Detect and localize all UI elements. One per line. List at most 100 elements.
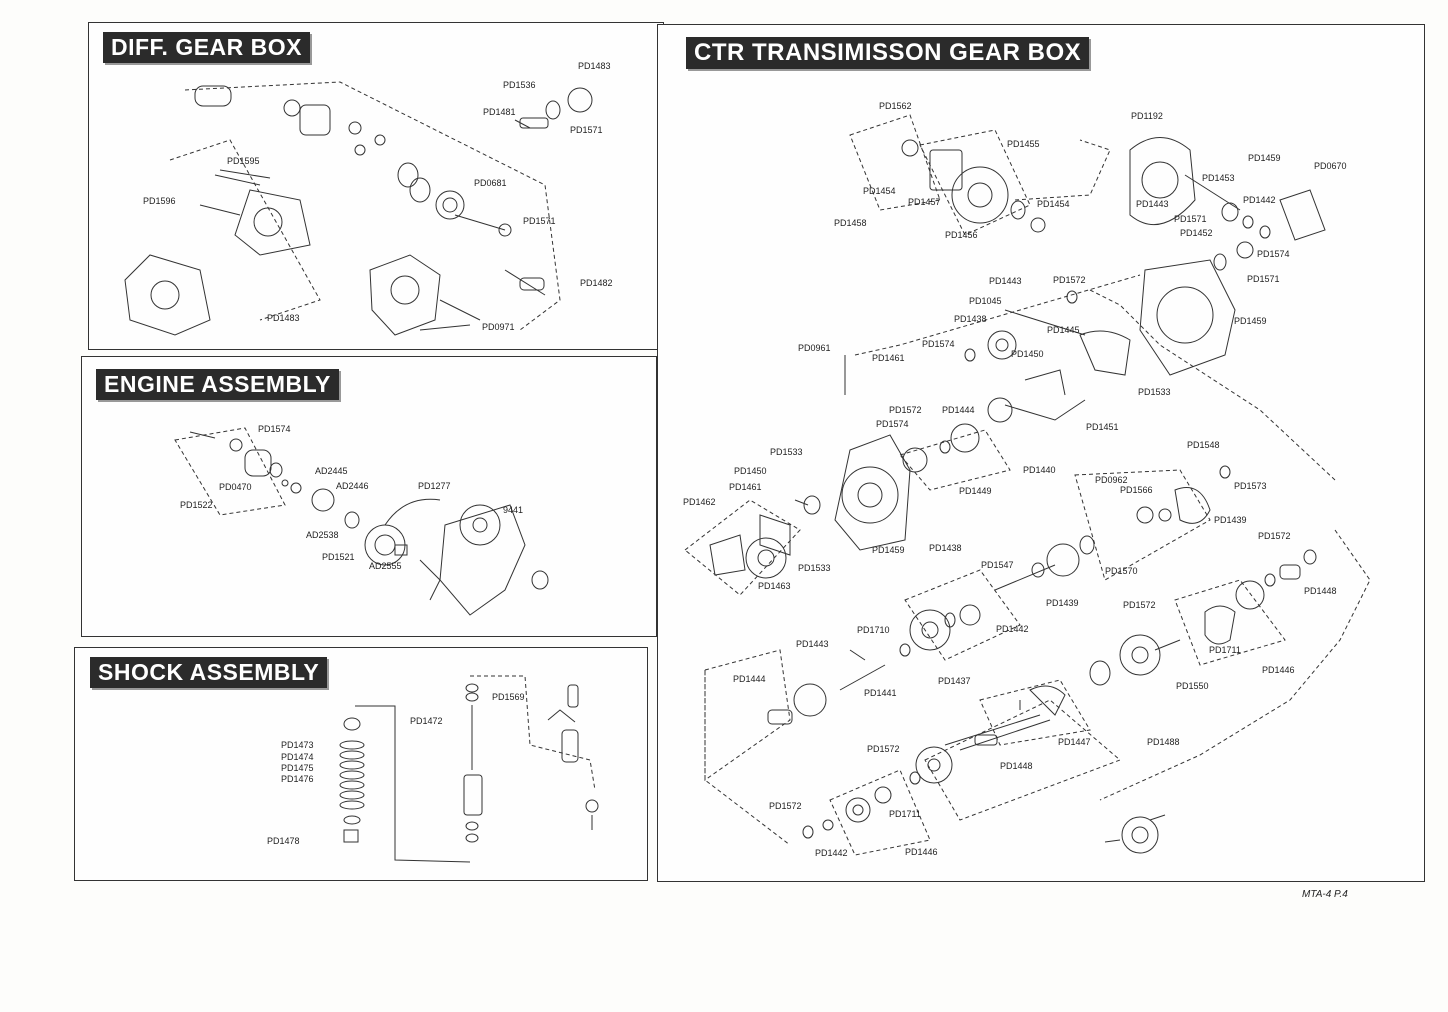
part-label: PD0681 [474, 178, 507, 188]
part-label: PD1437 [938, 676, 971, 686]
part-label: PD1449 [959, 486, 992, 496]
part-label: PD1711 [1209, 645, 1241, 655]
part-label: PD1458 [834, 218, 867, 228]
part-label: AD2445 [315, 466, 348, 476]
part-label: PD1439 [1046, 598, 1079, 608]
part-label: PD1521 [322, 552, 355, 562]
part-label: PD1711 [889, 809, 921, 819]
part-label: PD1438 [954, 314, 987, 324]
part-label: PD1572 [889, 405, 922, 415]
part-label: PD1488 [1147, 737, 1180, 747]
part-label: PD1443 [989, 276, 1022, 286]
part-label: PD1483 [267, 313, 300, 323]
part-label: PD1478 [267, 836, 300, 846]
part-label: PD1710 [857, 625, 890, 635]
part-label: PD1443 [796, 639, 829, 649]
part-label: PD1442 [996, 624, 1029, 634]
part-label: PD1438 [929, 543, 962, 553]
part-label: PD1442 [1243, 195, 1276, 205]
part-label: PD1533 [798, 563, 831, 573]
part-label: PD1571 [1174, 214, 1207, 224]
part-label: PD1440 [1023, 465, 1056, 475]
part-label: PD1573 [1234, 481, 1267, 491]
part-label: PD1572 [1123, 600, 1156, 610]
part-label: PD1572 [1258, 531, 1291, 541]
part-label: PD1443 [1136, 199, 1169, 209]
part-label: PD1277 [418, 481, 451, 491]
part-label: PD1572 [1053, 275, 1086, 285]
part-label: PD1574 [876, 419, 909, 429]
part-label: PD0962 [1095, 475, 1128, 485]
part-label: PD0971 [482, 322, 515, 332]
part-label: PD1455 [1007, 139, 1040, 149]
part-label: PD1574 [922, 339, 955, 349]
part-label: PD1571 [1247, 274, 1280, 284]
part-label: PD0470 [219, 482, 252, 492]
ctr-section-title: CTR TRANSIMISSON GEAR BOX [686, 37, 1090, 69]
part-label: PD0670 [1314, 161, 1347, 171]
part-label: PD1475 [281, 763, 314, 773]
part-label: PD1570 [1105, 566, 1138, 576]
shock-section-title: SHOCK ASSEMBLY [90, 657, 328, 688]
part-label: PD1192 [1131, 111, 1163, 121]
part-label: AD2538 [306, 530, 339, 540]
part-label: PD1572 [769, 801, 802, 811]
part-label: PD1463 [758, 581, 791, 591]
part-label: PD1450 [734, 466, 767, 476]
part-label: PD1448 [1000, 761, 1033, 771]
part-label: PD1444 [733, 674, 766, 684]
part-label: PD1536 [503, 80, 536, 90]
part-label: PD1442 [815, 848, 848, 858]
engine-assembly-panel [81, 356, 657, 637]
diff-drawing [124, 81, 593, 336]
part-label: PD1473 [281, 740, 314, 750]
part-label: AD2446 [336, 481, 369, 491]
part-label: PD1461 [872, 353, 905, 363]
part-label: PD1574 [1257, 249, 1290, 259]
part-label: PD1441 [864, 688, 897, 698]
part-label: PD1483 [578, 61, 611, 71]
engine-drawing [174, 427, 549, 616]
ctr-gear-box-panel [657, 24, 1425, 882]
part-label: PD1472 [410, 716, 443, 726]
ctr-drawing [684, 114, 1371, 856]
part-label: PD1562 [879, 101, 912, 111]
part-label: PD1447 [1058, 737, 1091, 747]
part-label: PD1569 [492, 692, 525, 702]
part-label: PD1453 [1202, 173, 1235, 183]
part-label: PD1459 [1234, 316, 1267, 326]
part-label: PD1461 [729, 482, 762, 492]
part-label: PD1045 [969, 296, 1002, 306]
engine-section-title: ENGINE ASSEMBLY [96, 369, 339, 400]
part-label: PD1446 [1262, 665, 1295, 675]
part-label: PD1476 [281, 774, 314, 784]
part-label: PD1548 [1187, 440, 1220, 450]
part-label: PD1571 [523, 216, 556, 226]
part-label: PD1595 [227, 156, 260, 166]
part-label: AD2555 [369, 561, 402, 571]
part-label: PD1574 [258, 424, 291, 434]
part-label: PD1533 [770, 447, 803, 457]
part-label: PD1571 [570, 125, 603, 135]
diff-section-title: DIFF. GEAR BOX [103, 32, 311, 63]
part-label: PD1445 [1047, 325, 1080, 335]
page-number: MTA-4 P.4 [1302, 889, 1348, 900]
part-label: PD1481 [483, 107, 516, 117]
part-label: PD1456 [945, 230, 978, 240]
part-label: PD1454 [1037, 199, 1070, 209]
part-label: PD0961 [798, 343, 831, 353]
part-label: PD1459 [872, 545, 905, 555]
part-label: PD1452 [1180, 228, 1213, 238]
part-label: PD1522 [180, 500, 213, 510]
part-label: PD1459 [1248, 153, 1281, 163]
part-label: PD1454 [863, 186, 896, 196]
part-label: PD1439 [1214, 515, 1247, 525]
part-label: PD1482 [580, 278, 613, 288]
part-label: 9441 [503, 505, 524, 515]
part-label: PD1451 [1086, 422, 1119, 432]
part-label: PD1448 [1304, 586, 1337, 596]
diff-gear-box-panel [88, 22, 664, 350]
part-label: PD1444 [942, 405, 975, 415]
part-label: PD1596 [143, 196, 176, 206]
